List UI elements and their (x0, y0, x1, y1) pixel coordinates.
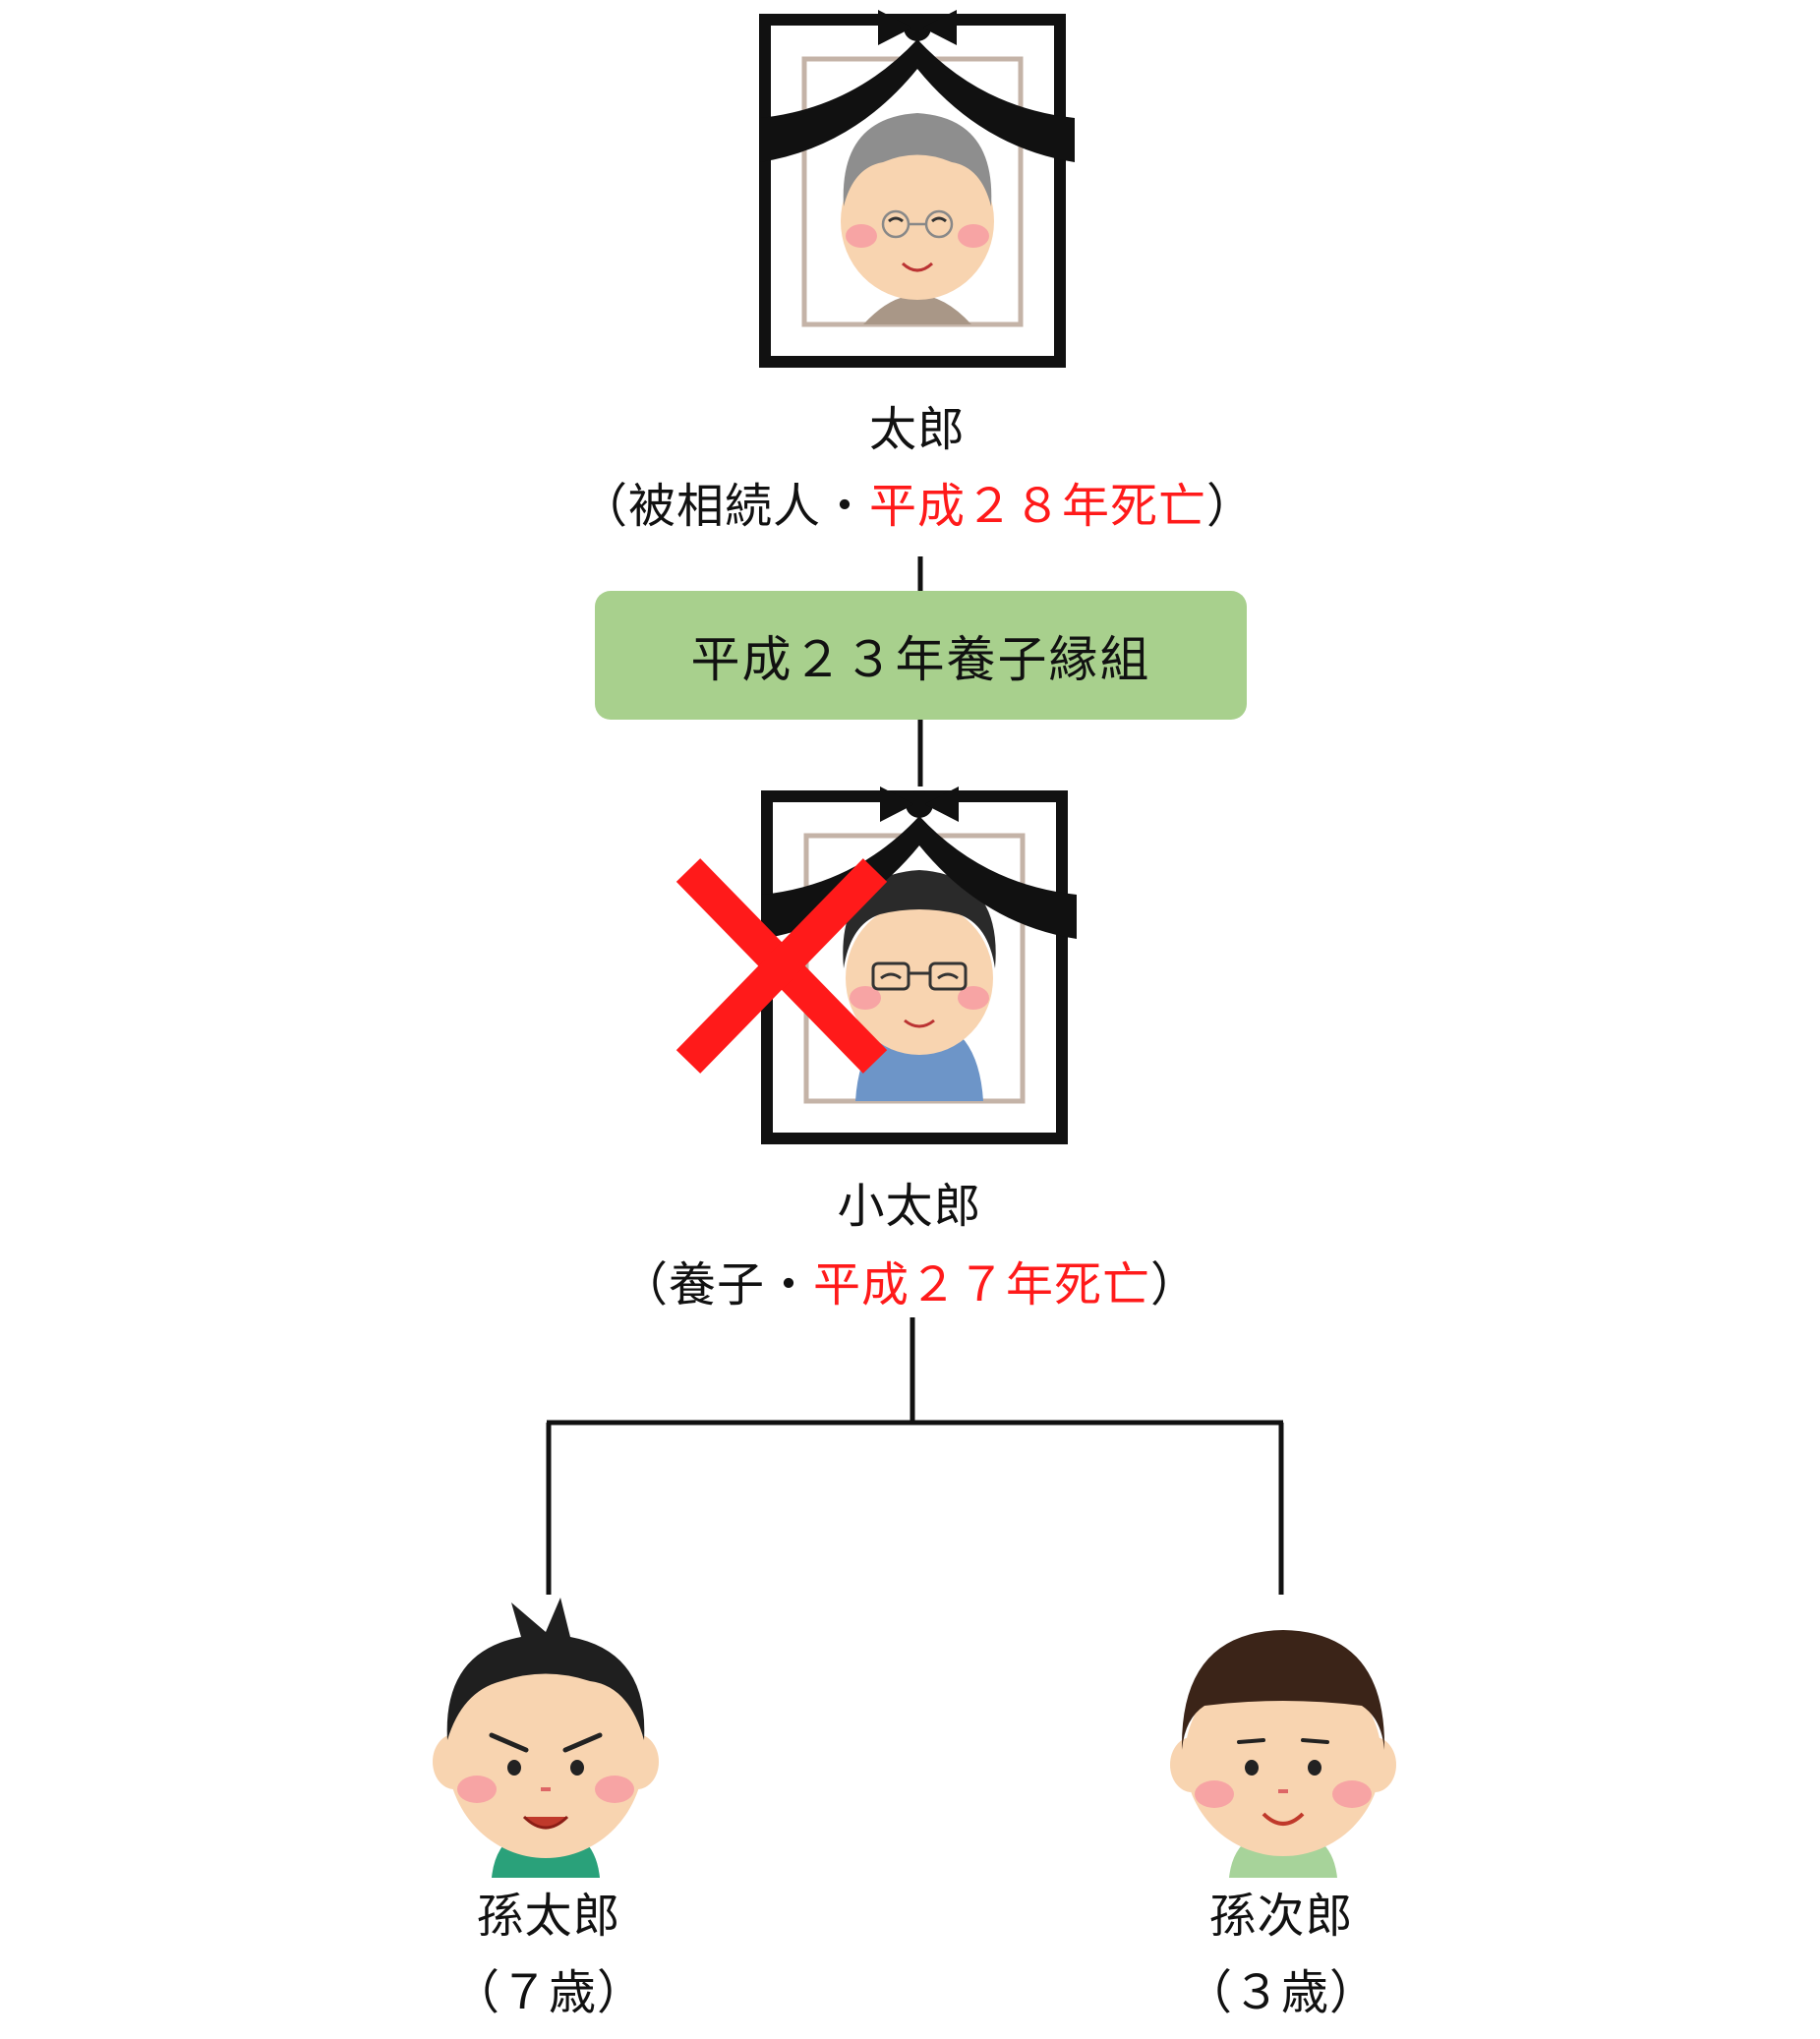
taro-name-text: 太郎 (868, 402, 966, 457)
memorial-portrait-man-glasses-icon (675, 786, 1077, 1144)
kotaro-status: （養子・平成２７年死亡） (551, 1247, 1268, 1323)
kotaro-paren-open: （ (619, 1257, 669, 1312)
memorial-portrait-elderly-man-icon (759, 10, 1075, 368)
taro-paren-open: （ (579, 479, 628, 534)
grandson1-age-text: （７歳） (451, 1965, 645, 2020)
red-cross-icon (675, 858, 888, 1074)
grandson1-name: 孫太郎 (386, 1878, 711, 1954)
kotaro-death-date: 平成２７年死亡 (813, 1257, 1151, 1312)
kotaro-name-text: 小太郎 (837, 1179, 982, 1234)
taro-role: 被相続人・ (627, 479, 869, 534)
taro-status: （被相続人・平成２８年死亡） (511, 468, 1323, 545)
adoption-badge: 平成２３年養子縁組 (595, 591, 1247, 720)
boy-bowl-cut-icon (1170, 1630, 1396, 1878)
kotaro-name: 小太郎 (747, 1168, 1072, 1245)
grandson2-name: 孫次郎 (1119, 1878, 1443, 1954)
kotaro-role: 養子・ (668, 1257, 813, 1312)
taro-paren-close: ） (1206, 479, 1256, 534)
grandson1-name-text: 孫太郎 (476, 1889, 621, 1944)
grandson2-age-text: （３歳） (1184, 1965, 1378, 2020)
grandson2-name-text: 孫次郎 (1208, 1889, 1354, 1944)
grandson1-age: （７歳） (386, 1954, 711, 2031)
adoption-badge-label: 平成２３年養子縁組 (690, 630, 1151, 688)
grandson2-age: （３歳） (1119, 1954, 1443, 2031)
kotaro-paren-close: ） (1150, 1257, 1200, 1312)
taro-name: 太郎 (755, 391, 1080, 468)
taro-death-date: 平成２８年死亡 (869, 479, 1207, 534)
boy-spiky-hair-icon (433, 1598, 659, 1878)
